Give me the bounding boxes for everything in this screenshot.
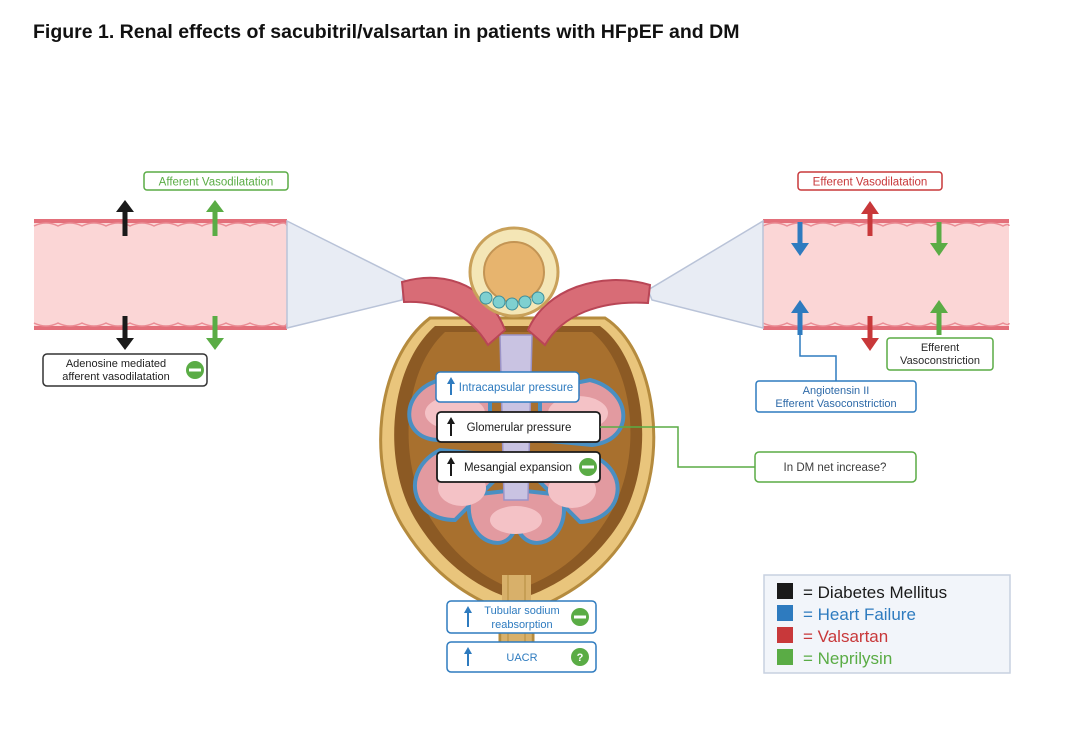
up-arrow-icon	[464, 647, 472, 654]
legend-label-dm: = Diabetes Mellitus	[803, 583, 947, 602]
figure-title: Figure 1. Renal effects of sacubitril/va…	[33, 21, 740, 43]
svg-text:In DM net increase?: In DM net increase?	[784, 462, 887, 474]
up-arrow-icon	[447, 417, 455, 424]
legend: = Diabetes Mellitus = Heart Failure = Va…	[763, 574, 1011, 674]
dm-net-connector	[600, 426, 755, 468]
legend-swatch-valsartan	[777, 627, 793, 643]
svg-text:Adenosine mediated: Adenosine mediated	[66, 358, 166, 370]
hf-arrow-down-right	[791, 222, 809, 256]
dm-arrow-up-left	[116, 200, 134, 236]
svg-text:Intracapsular pressure: Intracapsular pressure	[459, 382, 573, 394]
angiotensin-box: Angiotensin II Efferent Vasoconstriction	[755, 380, 917, 413]
afferent-vasodilatation-label: Afferent Vasodilatation	[143, 171, 289, 191]
svg-text:Vasoconstriction: Vasoconstriction	[900, 355, 980, 367]
svg-text:Tubular sodium: Tubular sodium	[484, 605, 559, 617]
legend-label-neprilysin: = Neprilysin	[803, 649, 892, 668]
afferent-vessel	[33, 219, 288, 330]
adenosine-box: Adenosine mediated afferent vasodilatati…	[42, 353, 208, 387]
hf-arrow-up-right	[791, 300, 809, 335]
svg-text:Efferent Vasoconstriction: Efferent Vasoconstriction	[775, 398, 896, 410]
valsartan-arrow-up-right	[861, 201, 879, 236]
zoom-wedge-left	[286, 219, 406, 329]
svg-text:UACR: UACR	[506, 652, 537, 664]
dm-net-increase-box: In DM net increase?	[754, 451, 917, 483]
angiotensin-connector	[799, 335, 837, 381]
legend-swatch-hf	[777, 605, 793, 621]
legend-label-valsartan: = Valsartan	[803, 627, 888, 646]
svg-text:Efferent Vasodilatation: Efferent Vasodilatation	[813, 177, 928, 189]
tubular-sodium-box: Tubular sodium reabsorption	[446, 600, 597, 634]
legend-swatch-neprilysin	[777, 649, 793, 665]
svg-text:Efferent: Efferent	[921, 342, 959, 354]
up-arrow-icon	[447, 377, 455, 384]
efferent-vasoconstriction-box: Efferent Vasoconstriction	[886, 337, 994, 371]
efferent-vasodilatation-label: Efferent Vasodilatation	[797, 171, 943, 191]
dm-arrow-down-left	[116, 316, 134, 350]
up-arrow-icon	[447, 457, 455, 464]
legend-swatch-dm	[777, 583, 793, 599]
glomerular-pressure-box: Glomerular pressure	[436, 411, 601, 443]
question-icon	[571, 648, 589, 666]
svg-text:?: ?	[577, 652, 584, 664]
svg-text:Afferent Vasodilatation: Afferent Vasodilatation	[159, 177, 274, 189]
uacr-box: UACR ?	[446, 641, 597, 673]
svg-text:reabsorption: reabsorption	[491, 619, 552, 631]
svg-text:afferent vasodilatation: afferent vasodilatation	[62, 371, 169, 383]
mesangial-expansion-box: Mesangial expansion	[436, 451, 601, 483]
zoom-wedge-right	[647, 219, 764, 329]
svg-text:Mesangial expansion: Mesangial expansion	[464, 462, 572, 474]
valsartan-arrow-down-right	[861, 316, 879, 351]
svg-text:Glomerular pressure: Glomerular pressure	[467, 422, 572, 434]
neprilysin-arrow-up-right	[930, 300, 948, 335]
svg-text:Angiotensin II: Angiotensin II	[803, 385, 870, 397]
neprilysin-arrow-down-left	[206, 316, 224, 350]
neprilysin-arrow-down-right	[930, 222, 948, 256]
neprilysin-arrow-up-left	[206, 200, 224, 236]
legend-label-hf: = Heart Failure	[803, 605, 916, 624]
up-arrow-icon	[464, 606, 472, 613]
intracapsular-pressure-box: Intracapsular pressure	[435, 371, 580, 403]
